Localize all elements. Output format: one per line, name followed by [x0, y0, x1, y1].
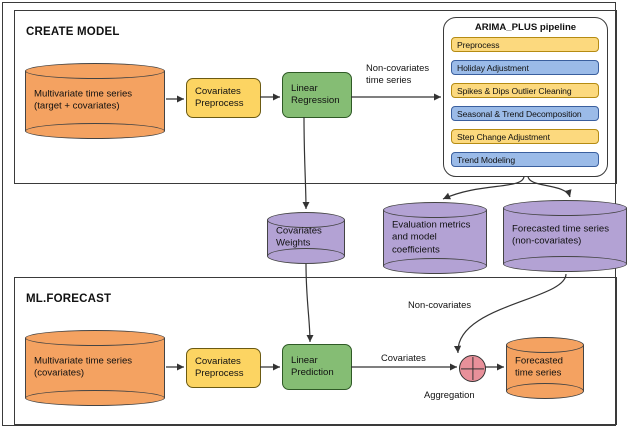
datastore-label-line2: (target + covariates)	[34, 101, 120, 112]
cylinder-bottom	[25, 123, 165, 139]
pipeline-step-label: Trend Modeling	[457, 154, 515, 165]
create-model-section	[14, 10, 617, 184]
cylinder-top	[503, 200, 627, 216]
cylinder-body	[25, 71, 165, 131]
arima-pipeline-title: ARIMA_PLUS pipeline	[474, 22, 577, 33]
ml-forecast-title: ML.FORECAST	[26, 293, 112, 305]
cylinder-top	[383, 202, 487, 218]
cylinder-top	[25, 63, 165, 79]
datastore-label-line3: coefficients	[392, 244, 440, 256]
covariates-preprocess-box-training[interactable]: Covariates Preprocess	[186, 78, 261, 118]
edge-label-non-covariates: Non-covariates	[408, 299, 472, 310]
cylinder-bottom	[25, 390, 165, 406]
datastore-label: Multivariate time series (covariates)	[34, 356, 159, 381]
datastore-label-line2: (non-covariates)	[512, 236, 582, 247]
cylinder-bottom	[503, 256, 627, 272]
datastore-label: Covariates Weights	[276, 226, 339, 251]
cylinder-bottom	[383, 258, 487, 274]
pipeline-step-label: Spikes & Dips Outlier Cleaning	[457, 85, 572, 96]
cylinder-top	[25, 330, 165, 346]
datastore-multivariate-time-series-covariates: Multivariate time series (covariates)	[25, 330, 165, 406]
datastore-label: Forecasted time series (non-covariates)	[512, 224, 621, 249]
edge-label-non-covariates-time-series: Non-covariates time series	[366, 62, 430, 85]
cylinder-body	[25, 338, 165, 398]
datastore-label-line1: Covariates	[276, 225, 322, 237]
box-label-line2: Preprocess	[195, 368, 244, 379]
arima-plus-pipeline: ARIMA_PLUS pipeline Preprocess Holiday A…	[443, 17, 608, 177]
cylinder-top	[267, 212, 345, 228]
box-label-line1: Linear	[291, 82, 318, 94]
cylinder-body	[503, 208, 627, 264]
linear-prediction-box[interactable]: Linear Prediction	[282, 344, 352, 390]
pipeline-step-label: Step Change Adjustment	[457, 131, 550, 142]
edge-label-covariates: Covariates	[381, 352, 426, 363]
datastore-label: Multivariate time series (target + covar…	[34, 89, 159, 114]
datastore-label-line2: Weights	[276, 238, 311, 249]
plus-circle-icon	[459, 355, 486, 382]
pipeline-step-step-change-adjustment[interactable]: Step Change Adjustment	[451, 129, 599, 144]
linear-prediction-label: Linear Prediction	[283, 355, 334, 380]
plus-vertical-bar	[471, 357, 474, 380]
datastore-forecasted-time-series-output: Forecasted time series	[506, 337, 584, 399]
datastore-forecasted-non-covariates: Forecasted time series (non-covariates)	[503, 200, 627, 272]
covariates-preprocess-label: Covariates Preprocess	[187, 356, 244, 381]
pipeline-step-spikes-dips-outlier-cleaning[interactable]: Spikes & Dips Outlier Cleaning	[451, 83, 599, 98]
covariates-preprocess-box-forecast[interactable]: Covariates Preprocess	[186, 348, 261, 388]
pipeline-step-seasonal-trend-decomposition[interactable]: Seasonal & Trend Decomposition	[451, 106, 599, 121]
datastore-label-line1: Evaluation metrics	[392, 219, 471, 231]
cylinder-bottom	[267, 248, 345, 264]
datastore-evaluation-metrics: Evaluation metrics and model coefficient…	[383, 202, 487, 274]
box-label-line1: Linear	[291, 354, 318, 366]
datastore-label-line2: and model	[392, 231, 437, 243]
box-label-line2: Prediction	[291, 367, 334, 378]
cylinder-bottom	[506, 383, 584, 399]
pipeline-step-preprocess[interactable]: Preprocess	[451, 37, 599, 52]
box-label-line2: Regression	[291, 95, 340, 106]
datastore-label: Evaluation metrics and model coefficient…	[392, 219, 481, 256]
datastore-label: Forecasted time series	[515, 356, 578, 381]
cylinder-top	[506, 337, 584, 353]
box-label-line1: Covariates	[195, 355, 241, 367]
cylinder-body	[383, 210, 487, 266]
pipeline-step-label: Preprocess	[457, 39, 500, 50]
pipeline-step-holiday-adjustment[interactable]: Holiday Adjustment	[451, 60, 599, 75]
pipeline-step-trend-modeling[interactable]: Trend Modeling	[451, 152, 599, 167]
create-model-title: CREATE MODEL	[26, 26, 120, 38]
datastore-label-line2: (covariates)	[34, 368, 85, 379]
datastore-label-line1: Forecasted time series	[512, 223, 610, 235]
linear-regression-label: Linear Regression	[283, 83, 340, 108]
ml-forecast-section	[14, 277, 617, 425]
datastore-covariates-weights: Covariates Weights	[267, 212, 345, 264]
datastore-label-line1: Multivariate time series	[34, 88, 133, 100]
aggregation-label: Aggregation	[424, 389, 475, 400]
linear-regression-box[interactable]: Linear Regression	[282, 72, 352, 118]
datastore-label-line1: Forecasted	[515, 355, 563, 367]
box-label-line2: Preprocess	[195, 98, 244, 109]
datastore-label-line1: Multivariate time series	[34, 355, 133, 367]
datastore-multivariate-time-series-training: Multivariate time series (target + covar…	[25, 63, 165, 139]
datastore-label-line2: time series	[515, 368, 562, 379]
pipeline-step-label: Holiday Adjustment	[457, 62, 529, 73]
pipeline-step-label: Seasonal & Trend Decomposition	[457, 108, 582, 119]
covariates-preprocess-label: Covariates Preprocess	[187, 86, 244, 111]
box-label-line1: Covariates	[195, 85, 241, 97]
